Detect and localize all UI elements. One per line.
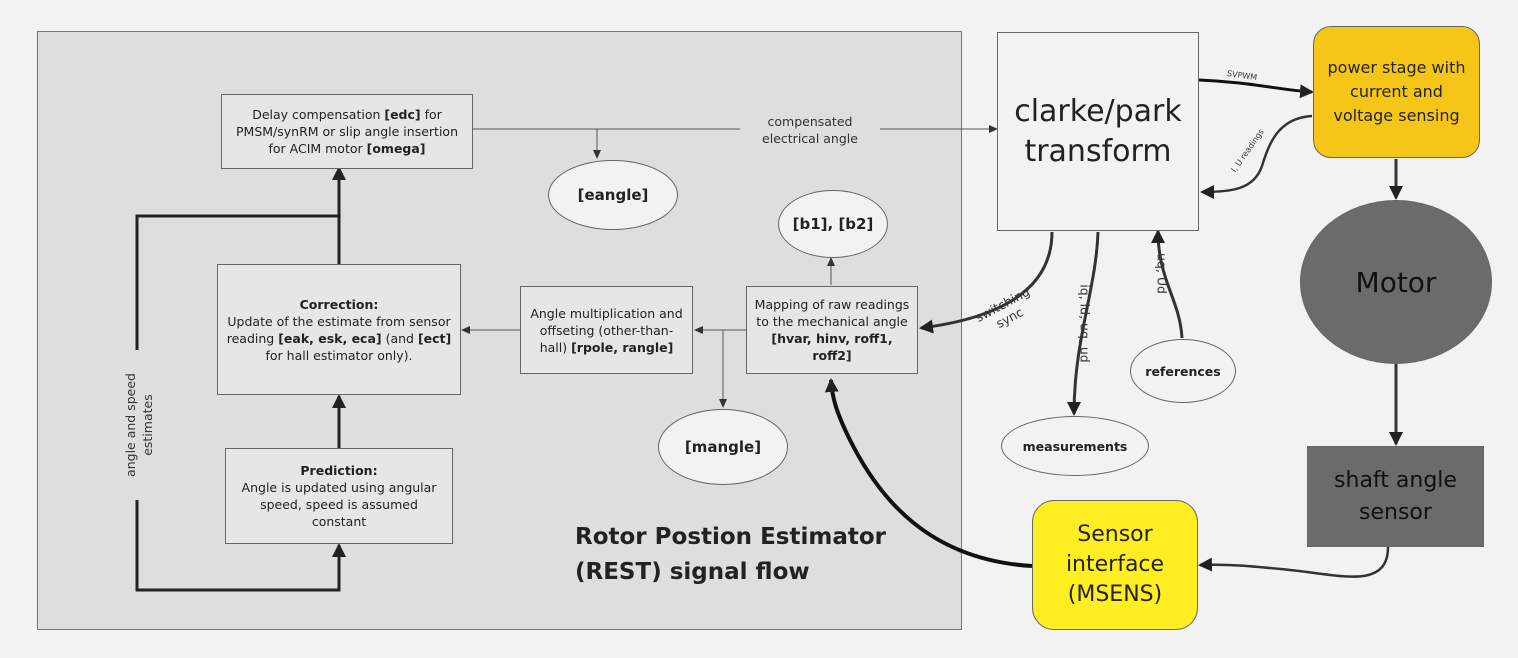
shaft-sensor-box: shaft angle sensor (1307, 446, 1484, 547)
correction-text: Update of the estimate from sensor readi… (226, 313, 451, 346)
diagram-title: Rotor Postion Estimator (REST) signal fl… (575, 520, 886, 590)
correction-heading: Correction: (299, 296, 379, 312)
prediction-box: Prediction: Angle is updated using angula… (225, 448, 453, 544)
mapping-box: Mapping of raw readings to the mechanica… (746, 286, 918, 374)
angle-multiplication-box: Angle multiplication and offseting (othe… (520, 286, 693, 374)
shaft-sensor-label: shaft angle sensor (1334, 467, 1457, 525)
measurements-label: measurements (1022, 438, 1128, 454)
references-ellipse: references (1130, 339, 1236, 403)
multiply-text: Angle multiplication and offseting (othe… (530, 305, 683, 355)
delay-text-mid: for PMSM/synRM or slip angle insertion f… (236, 107, 458, 156)
motor-label: Motor (1355, 265, 1437, 299)
estimates-text: angle and speed estimates (123, 373, 155, 477)
delay-text: Delay compensation (252, 107, 385, 122)
prediction-text: Angle is updated using angular speed, sp… (241, 480, 437, 529)
uq-ud-label: uq, Ud (1154, 244, 1171, 304)
title-line1: Rotor Postion Estimator (575, 524, 886, 550)
b1b2-ellipse: [b1], [b2] (778, 190, 888, 258)
arrow-sensor-to-mapping (824, 378, 1033, 568)
motor-ellipse: Motor (1300, 200, 1492, 364)
mangle-label: [mangle] (684, 437, 762, 456)
correction-param-ect: [ect] (417, 330, 452, 346)
multiply-params: [rpole, rangle] (571, 339, 674, 355)
arrow-from-references (1151, 229, 1184, 339)
correction-box: Correction:Update of the estimate from s… (217, 264, 461, 395)
uq-ud-text: uq, Ud (1154, 253, 1170, 294)
arrow-estimates-loop (135, 214, 346, 592)
compensated-line1: compensated (767, 114, 853, 129)
measurements-ellipse: measurements (1001, 416, 1149, 476)
power-stage-label: power stage with current and voltage sen… (1327, 58, 1466, 125)
delay-param-edc: [edc] (384, 107, 421, 122)
mapping-text: Mapping of raw readings to the mechanica… (754, 297, 910, 329)
delay-compensation-box: Delay compensation [edc] for PMSM/synRM … (221, 94, 473, 169)
title-line2: (REST) signal flow (575, 559, 810, 585)
compensated-angle-label: compensated electrical angle (740, 113, 880, 147)
sensor-interface-label: Sensor interface (MSENS) (1065, 522, 1165, 607)
compensated-line2: electrical angle (762, 131, 858, 146)
delay-param-omega: [omega] (366, 141, 426, 156)
arrow-svpwm (1198, 78, 1314, 99)
estimates-label: angle and speed estimates (122, 350, 156, 500)
correction-text-post: for hall estimator only). (265, 347, 413, 363)
iq-id-label: iq, id, uq, ud (1077, 269, 1094, 379)
arrow-iu-readings (1200, 114, 1313, 199)
arrow-switching-sync (919, 231, 1054, 334)
clarke-park-box: clarke/park transform (997, 32, 1199, 231)
correction-text-mid: (and (381, 330, 418, 346)
clarke-park-label: clarke/park transform (1014, 93, 1182, 169)
iq-id-text: iq, id, uq, ud (1077, 284, 1093, 363)
correction-params: [eak, esk, eca] (278, 330, 382, 346)
prediction-heading: Prediction: (300, 463, 378, 478)
eangle-label: [eangle] (577, 185, 649, 204)
eangle-ellipse: [eangle] (548, 160, 678, 230)
arrow-to-measurements (1067, 231, 1100, 416)
references-label: references (1145, 363, 1221, 379)
power-stage-box: power stage with current and voltage sen… (1313, 26, 1480, 158)
sensor-interface-box: Sensor interface (MSENS) (1032, 500, 1198, 630)
b1b2-label: [b1], [b2] (792, 214, 874, 233)
arrow-shaft-to-sensor (1198, 546, 1390, 578)
mapping-params: [hvar, hinv, roff1, roff2] (771, 331, 893, 363)
mangle-ellipse: [mangle] (658, 409, 788, 485)
